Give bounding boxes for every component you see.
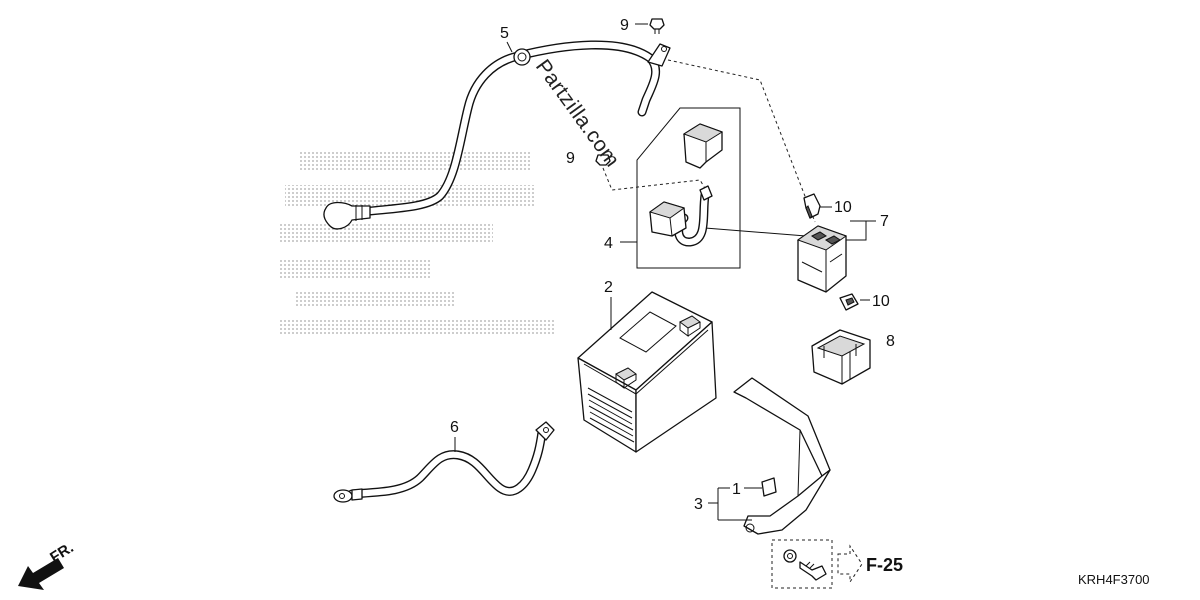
callout-1: 1 bbox=[732, 481, 741, 498]
assembly-line-relay bbox=[667, 59, 816, 223]
fuse-low bbox=[839, 293, 859, 311]
callout-10-low: 10 bbox=[872, 293, 890, 310]
callout-5: 5 bbox=[500, 25, 509, 42]
ghost-watermark bbox=[278, 150, 555, 336]
reference-label: F-25 bbox=[866, 555, 903, 575]
callout-8: 8 bbox=[886, 333, 895, 350]
front-arrow bbox=[18, 558, 64, 590]
battery-holder-bracket bbox=[733, 377, 831, 535]
callout-9-mid: 9 bbox=[566, 150, 575, 167]
starter-relay bbox=[796, 225, 848, 293]
relay-wire-group bbox=[636, 107, 741, 269]
callout-10-top: 10 bbox=[834, 199, 852, 216]
assembly-line-wire bbox=[602, 167, 707, 191]
callout-2: 2 bbox=[604, 279, 613, 296]
relay-cover bbox=[811, 329, 871, 385]
reference-box bbox=[771, 539, 863, 589]
callout-6: 6 bbox=[450, 419, 459, 436]
callout-9-top: 9 bbox=[620, 17, 629, 34]
fuse-top bbox=[803, 193, 821, 219]
callout-4: 4 bbox=[604, 235, 613, 252]
bolt-top bbox=[649, 18, 665, 34]
assembly-line-terminal bbox=[704, 227, 807, 237]
negative-battery-cable bbox=[333, 421, 555, 503]
battery bbox=[577, 291, 717, 453]
callout-3: 3 bbox=[694, 496, 703, 513]
rubber-pad bbox=[761, 477, 777, 497]
positive-battery-cable bbox=[323, 40, 671, 230]
callout-7: 7 bbox=[880, 213, 889, 230]
bolt-mid bbox=[595, 154, 611, 166]
diagram-code: KRH4F3700 bbox=[1078, 572, 1150, 587]
watermark: Partzilla.com bbox=[531, 55, 624, 171]
